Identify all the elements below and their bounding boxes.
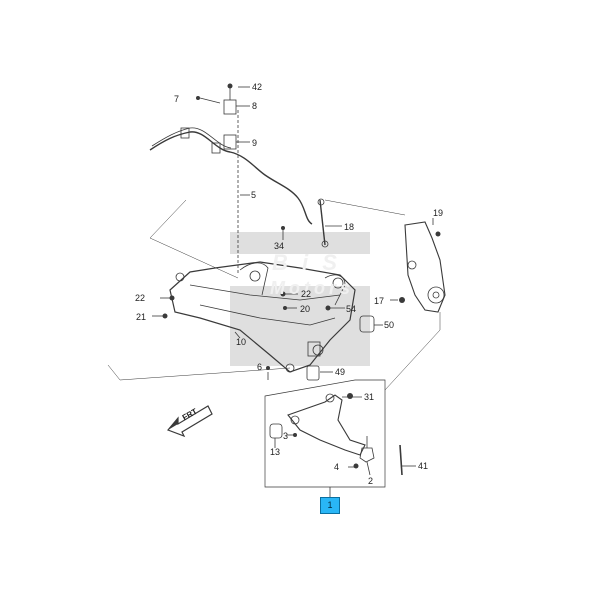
part-label-21: 21 [136,312,147,322]
part-label-54: 54 [346,304,357,314]
part-label-49: 49 [335,367,346,377]
front-direction-indicator: FRT [164,398,214,438]
bushing-49 [306,365,320,381]
part-label-10: 10 [236,337,247,347]
front-arrow-icon [166,405,213,438]
part-label-22-left: 22 [135,293,146,303]
watermark-band-top [230,232,370,254]
bracket-8 [223,99,237,115]
watermark-line2: Motors [270,278,354,298]
bar-bushing-9 [223,134,237,150]
bar-bushing-left [180,127,190,139]
bar-bushing-right [211,142,221,154]
part-label-4: 4 [334,462,340,472]
bushing-50 [359,315,375,333]
ball-joint [359,447,375,463]
part-label-31: 31 [364,392,375,402]
part-label-41: 41 [418,461,429,471]
stabilizer-bar [149,131,313,225]
part-label-6: 6 [257,362,263,372]
stabilizer-link [319,199,326,246]
part-label-2: 2 [368,476,374,486]
part-label-3: 3 [283,431,289,441]
bolt-41 [399,444,403,476]
steering-knuckle [404,221,446,313]
part-label-19: 19 [433,208,444,218]
subframe [169,261,356,373]
lower-control-arm [287,394,366,456]
bushing-13 [269,423,283,439]
part-label-50: 50 [384,320,395,330]
part-label-22-center: 22 [301,289,312,299]
part-label-18: 18 [344,222,355,232]
part-label-20: 20 [300,304,311,314]
part-label-8: 8 [252,101,258,111]
part-label-34: 34 [274,241,285,251]
part-label-5: 5 [251,190,257,200]
part-label-9: 9 [252,138,258,148]
part-label-1: 1 [327,500,333,510]
lower-arm-group-box [264,379,386,488]
part-callout-1[interactable]: 1 [320,497,340,514]
part-label-42: 42 [252,82,263,92]
part-label-13: 13 [270,447,281,457]
part-label-7: 7 [174,94,180,104]
watermark-band-bottom [230,286,370,366]
part-label-17: 17 [374,296,385,306]
stabilizer-bar-inner [151,127,232,149]
watermark-line1: B i S [272,250,341,275]
